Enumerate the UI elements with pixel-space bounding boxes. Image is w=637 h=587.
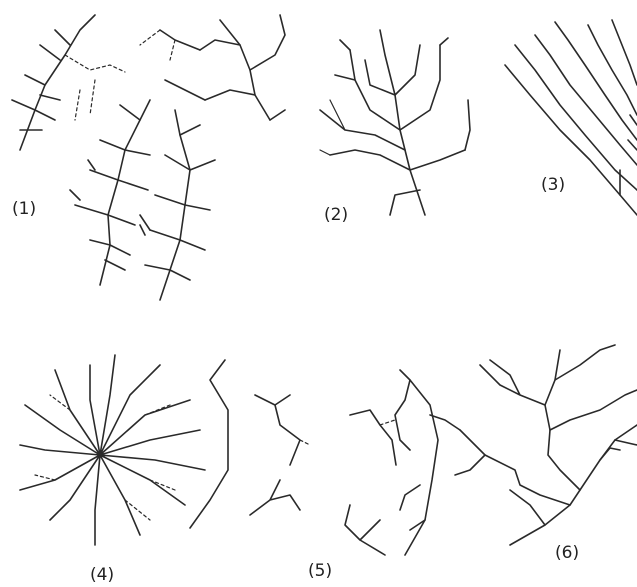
pattern-2-trellis: [320, 30, 470, 215]
label-pattern-6: (6): [555, 543, 579, 563]
pattern-3-parallel: [505, 20, 637, 215]
pattern-1-dendritic: [12, 15, 285, 300]
pattern-4-radial: [20, 355, 228, 545]
label-pattern-3: (3): [541, 175, 565, 195]
label-pattern-2: (2): [324, 205, 348, 225]
pattern-6-rectangular: [430, 345, 637, 545]
label-pattern-4: (4): [90, 565, 114, 585]
pattern-5-annular: [250, 370, 438, 555]
label-pattern-1: (1): [12, 199, 36, 219]
label-pattern-5: (5): [308, 561, 332, 581]
